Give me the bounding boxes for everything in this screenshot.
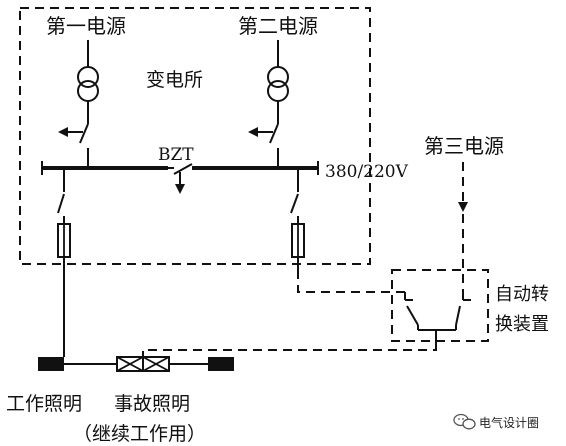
bzt-tie-breaker-icon (168, 163, 193, 194)
incoming-breaker-2-icon (248, 112, 279, 168)
ats-boundary (391, 269, 489, 342)
transformer-1-icon (77, 40, 99, 112)
transformer-2-icon (267, 40, 289, 112)
incoming-breaker-1-icon (58, 112, 89, 168)
feeder-left (57, 168, 71, 357)
wechat-logo-icon (453, 413, 476, 430)
source1-label: 第一电源 (46, 14, 126, 38)
voltage-label: 380/220V (325, 162, 409, 182)
source3-label: 第三电源 (424, 134, 504, 158)
lighting-loads (38, 356, 234, 372)
work-lighting-load-icon (38, 357, 64, 371)
automatic-transfer-switch (142, 269, 489, 357)
end-load-icon (208, 357, 234, 371)
source3-feeder (458, 162, 468, 292)
watermark: 电气设计圈 (453, 413, 539, 430)
emergency-lighting-label: 事故照明 (114, 393, 190, 415)
continuous-work-label: （继续工作用） (73, 423, 206, 445)
ats-label-line2: 换装置 (495, 314, 549, 335)
substation-boundary (19, 7, 371, 265)
ats-label-line1: 自动转 (495, 284, 549, 305)
bzt-label: BZT (158, 145, 194, 165)
substation-label: 变电所 (146, 69, 203, 91)
feeder-right (290, 168, 405, 293)
source2-label: 第二电源 (238, 14, 318, 38)
watermark-text: 电气设计圈 (479, 415, 539, 430)
work-lighting-label: 工作照明 (6, 393, 82, 415)
emergency-lighting-load-icon (116, 356, 170, 372)
